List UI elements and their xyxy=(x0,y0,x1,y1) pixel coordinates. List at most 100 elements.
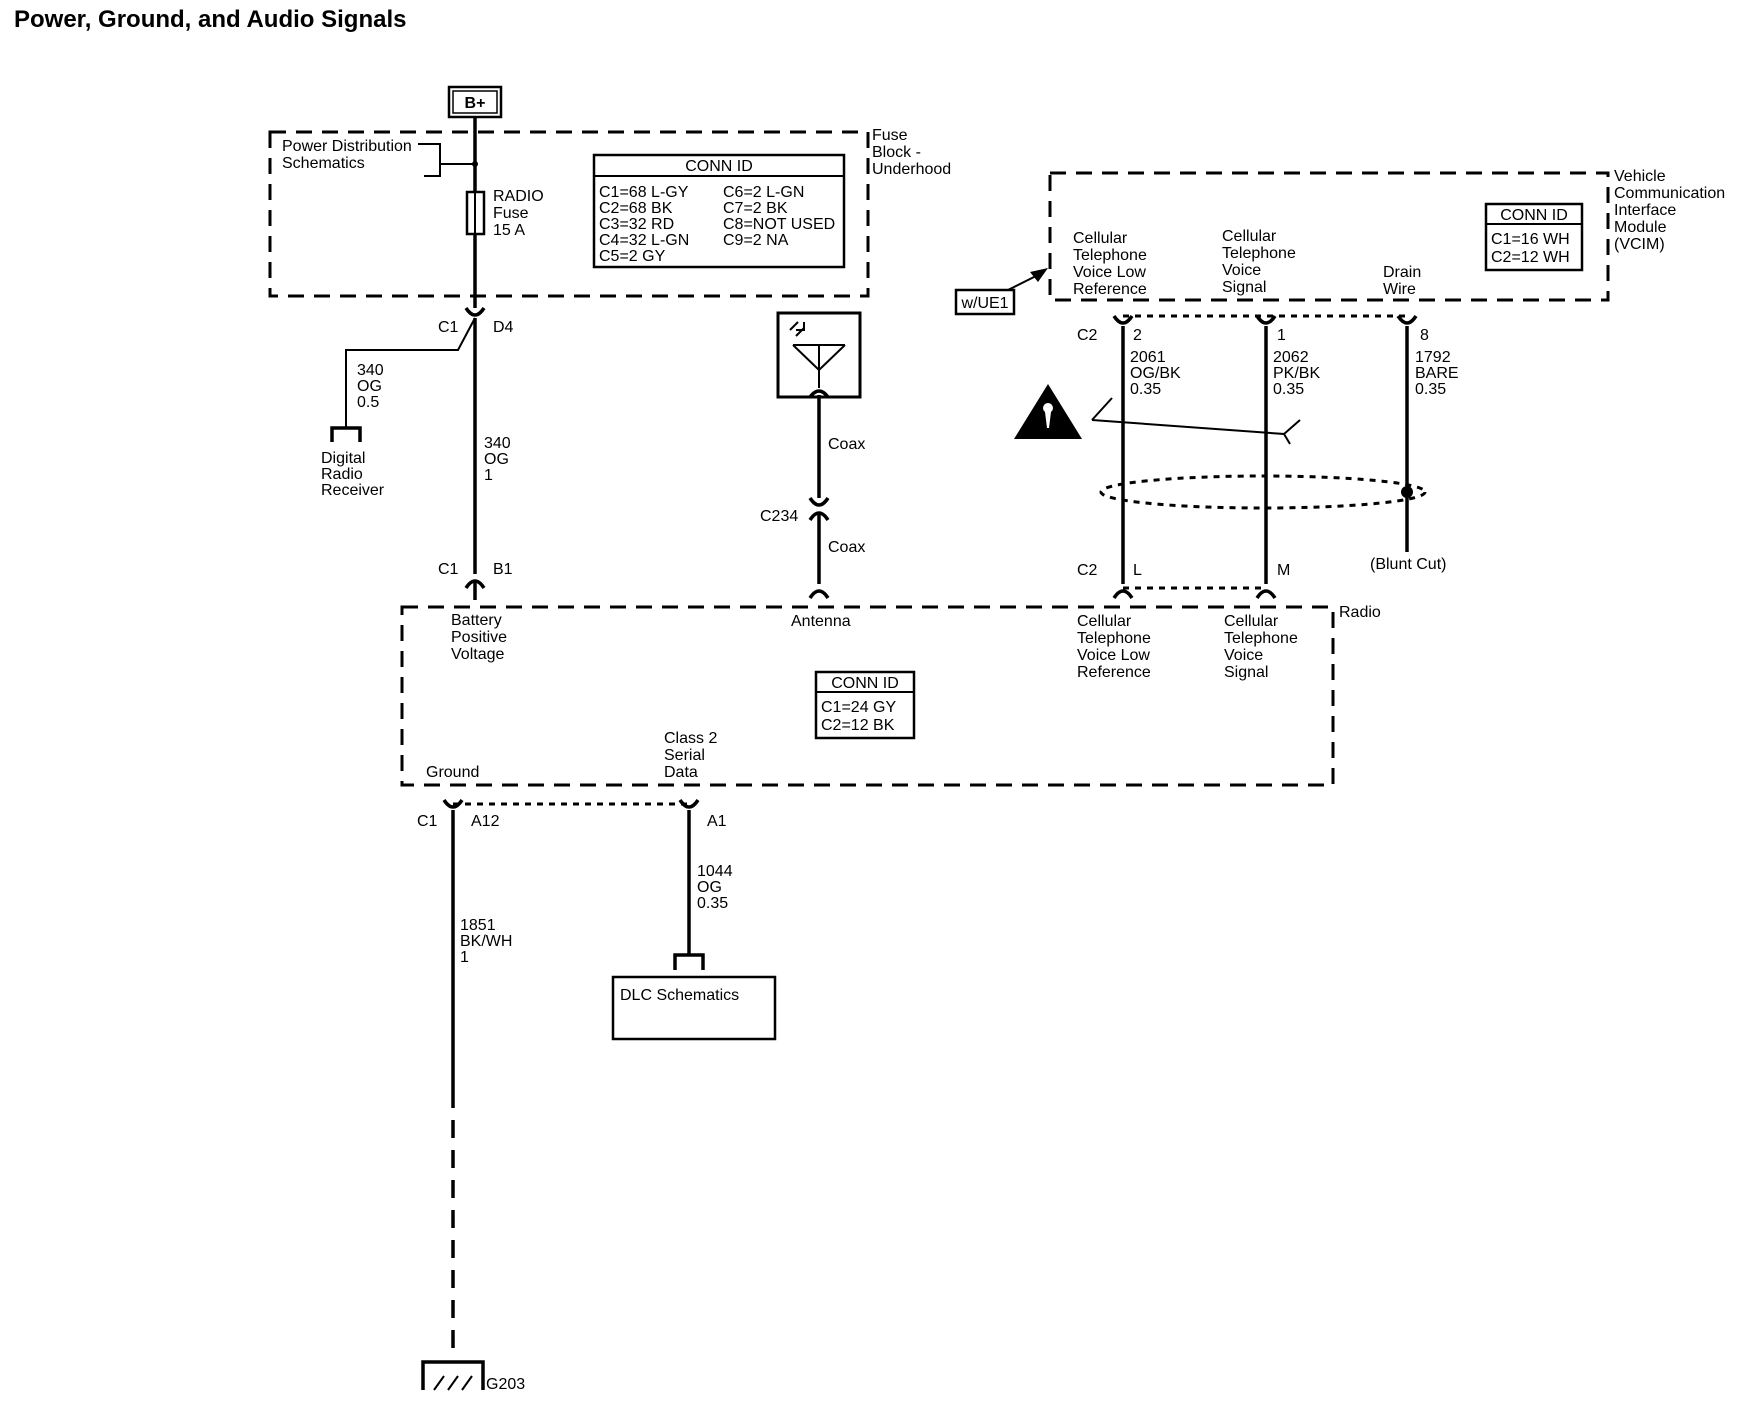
svg-text:Telephone: Telephone xyxy=(1222,245,1296,262)
svg-text:Signal: Signal xyxy=(1224,664,1268,681)
radio-antenna-connector xyxy=(808,589,830,600)
fuse-block-name: Fuse Block - Underhood xyxy=(872,127,951,178)
svg-text:Telephone: Telephone xyxy=(1224,630,1298,647)
svg-text:B1: B1 xyxy=(493,561,513,578)
svg-text:C5=2 GY: C5=2 GY xyxy=(599,248,666,265)
svg-text:Wire: Wire xyxy=(1383,281,1416,298)
svg-text:1: 1 xyxy=(484,467,493,484)
svg-text:M: M xyxy=(1277,562,1290,579)
svg-text:2062: 2062 xyxy=(1273,349,1309,366)
svg-text:Module: Module xyxy=(1614,219,1667,236)
shield-ellipse xyxy=(1099,474,1427,510)
page-title: Power, Ground, and Audio Signals xyxy=(14,6,406,33)
svg-text:DLC Schematics: DLC Schematics xyxy=(620,987,739,1004)
svg-text:Schematics: Schematics xyxy=(282,155,365,172)
radio-antenna-label: Antenna xyxy=(791,613,851,630)
svg-text:0.35: 0.35 xyxy=(1130,381,1161,398)
svg-text:C1=68 L-GY: C1=68 L-GY xyxy=(599,184,689,201)
vcim-low-reference-label: Cellular Telephone Voice Low Reference xyxy=(1073,230,1147,298)
svg-text:Fuse: Fuse xyxy=(872,127,908,144)
svg-text:C2: C2 xyxy=(1077,562,1098,579)
svg-text:D4: D4 xyxy=(493,319,514,336)
svg-text:0.35: 0.35 xyxy=(1273,381,1304,398)
svg-text:Communication: Communication xyxy=(1614,185,1725,202)
fuse-output-connector: C1 D4 xyxy=(438,306,514,336)
svg-text:1: 1 xyxy=(1277,327,1286,344)
radio-name: Radio xyxy=(1339,604,1381,621)
wire-label-low: 2061 OG/BK 0.35 xyxy=(1130,349,1181,398)
svg-text:Drain: Drain xyxy=(1383,264,1421,281)
vcim-boundary xyxy=(1048,171,1610,302)
battery-label: B+ xyxy=(465,95,486,112)
radio-conn-id-table: CONN ID C1=24 GY C2=12 BK xyxy=(814,670,916,740)
svg-text:15 A: 15 A xyxy=(493,222,525,239)
dlc-reference-bracket xyxy=(673,953,705,970)
svg-text:Voltage: Voltage xyxy=(451,646,504,663)
svg-text:C2=68 BK: C2=68 BK xyxy=(599,200,673,217)
svg-text:C2=12 BK: C2=12 BK xyxy=(821,717,895,734)
svg-text:C2: C2 xyxy=(1077,327,1098,344)
svg-text:CONN ID: CONN ID xyxy=(831,675,899,692)
svg-text:C8=NOT USED: C8=NOT USED xyxy=(723,216,835,233)
radio-serial-data-label: Class 2 Serial Data xyxy=(664,730,717,781)
svg-text:Data: Data xyxy=(664,764,698,781)
svg-text:C234: C234 xyxy=(760,508,798,525)
svg-text:C1=16 WH: C1=16 WH xyxy=(1491,231,1570,248)
power-distribution-reference: Power Distribution Schematics xyxy=(282,138,478,177)
svg-text:OG: OG xyxy=(697,879,722,896)
fuse-block-boundary xyxy=(268,130,870,298)
radio-battery-label: Battery Positive Voltage xyxy=(451,612,507,663)
svg-text:Underhood: Underhood xyxy=(872,161,951,178)
svg-text:C4=32 L-GN: C4=32 L-GN xyxy=(599,232,689,249)
svg-text:Positive: Positive xyxy=(451,629,507,646)
coax-label-1: Coax xyxy=(828,436,865,453)
radio-low-reference-label: Cellular Telephone Voice Low Reference xyxy=(1077,613,1151,681)
svg-text:RADIO: RADIO xyxy=(493,188,544,205)
svg-text:w/UE1: w/UE1 xyxy=(960,295,1008,312)
svg-text:C1=24 GY: C1=24 GY xyxy=(821,699,896,716)
wire-label-signal: 2062 PK/BK 0.35 xyxy=(1273,349,1320,398)
svg-text:Serial: Serial xyxy=(664,747,705,764)
svg-text:C9=2 NA: C9=2 NA xyxy=(723,232,789,249)
svg-text:C7=2 BK: C7=2 BK xyxy=(723,200,788,217)
caution-icon xyxy=(1014,384,1082,439)
svg-text:Telephone: Telephone xyxy=(1077,630,1151,647)
drain-splice xyxy=(1401,486,1413,498)
svg-text:CONN ID: CONN ID xyxy=(1500,207,1568,224)
svg-text:Voice Low: Voice Low xyxy=(1073,264,1146,281)
radio-voice-signal-label: Cellular Telephone Voice Signal xyxy=(1224,613,1298,681)
svg-text:Cellular: Cellular xyxy=(1222,228,1277,245)
svg-text:OG: OG xyxy=(357,378,382,395)
svg-text:Cellular: Cellular xyxy=(1077,613,1132,630)
svg-text:0.5: 0.5 xyxy=(357,394,379,411)
svg-text:Signal: Signal xyxy=(1222,279,1266,296)
svg-text:Class 2: Class 2 xyxy=(664,730,717,747)
svg-text:OG: OG xyxy=(484,451,509,468)
svg-text:Fuse: Fuse xyxy=(493,205,529,222)
svg-text:1792: 1792 xyxy=(1415,349,1451,366)
svg-text:0.35: 0.35 xyxy=(1415,381,1446,398)
svg-text:Cellular: Cellular xyxy=(1073,230,1128,247)
svg-text:2061: 2061 xyxy=(1130,349,1166,366)
svg-text:C2=12 WH: C2=12 WH xyxy=(1491,249,1570,266)
vcim-connector-c2: C2 2 1 8 xyxy=(1077,314,1429,344)
svg-text:BARE: BARE xyxy=(1415,365,1459,382)
ground-icon xyxy=(421,1360,485,1391)
ground-wire-label: 1851 BK/WH 1 xyxy=(460,917,512,966)
svg-text:Telephone: Telephone xyxy=(1073,247,1147,264)
svg-text:Vehicle: Vehicle xyxy=(1614,168,1666,185)
vcim-voice-signal-label: Cellular Telephone Voice Signal xyxy=(1222,228,1296,296)
svg-text:340: 340 xyxy=(484,435,511,452)
svg-text:Block -: Block - xyxy=(872,144,921,161)
antenna-symbol xyxy=(776,311,862,399)
vcim-drain-wire-label: Drain Wire xyxy=(1383,264,1421,298)
svg-text:8: 8 xyxy=(1420,327,1429,344)
svg-text:A12: A12 xyxy=(471,813,500,830)
dlc-schematics-box: DLC Schematics xyxy=(611,975,777,1041)
svg-text:Voice Low: Voice Low xyxy=(1077,647,1150,664)
svg-text:Voice: Voice xyxy=(1224,647,1263,664)
svg-text:1044: 1044 xyxy=(697,863,733,880)
svg-text:C1: C1 xyxy=(438,561,459,578)
svg-text:OG/BK: OG/BK xyxy=(1130,365,1181,382)
